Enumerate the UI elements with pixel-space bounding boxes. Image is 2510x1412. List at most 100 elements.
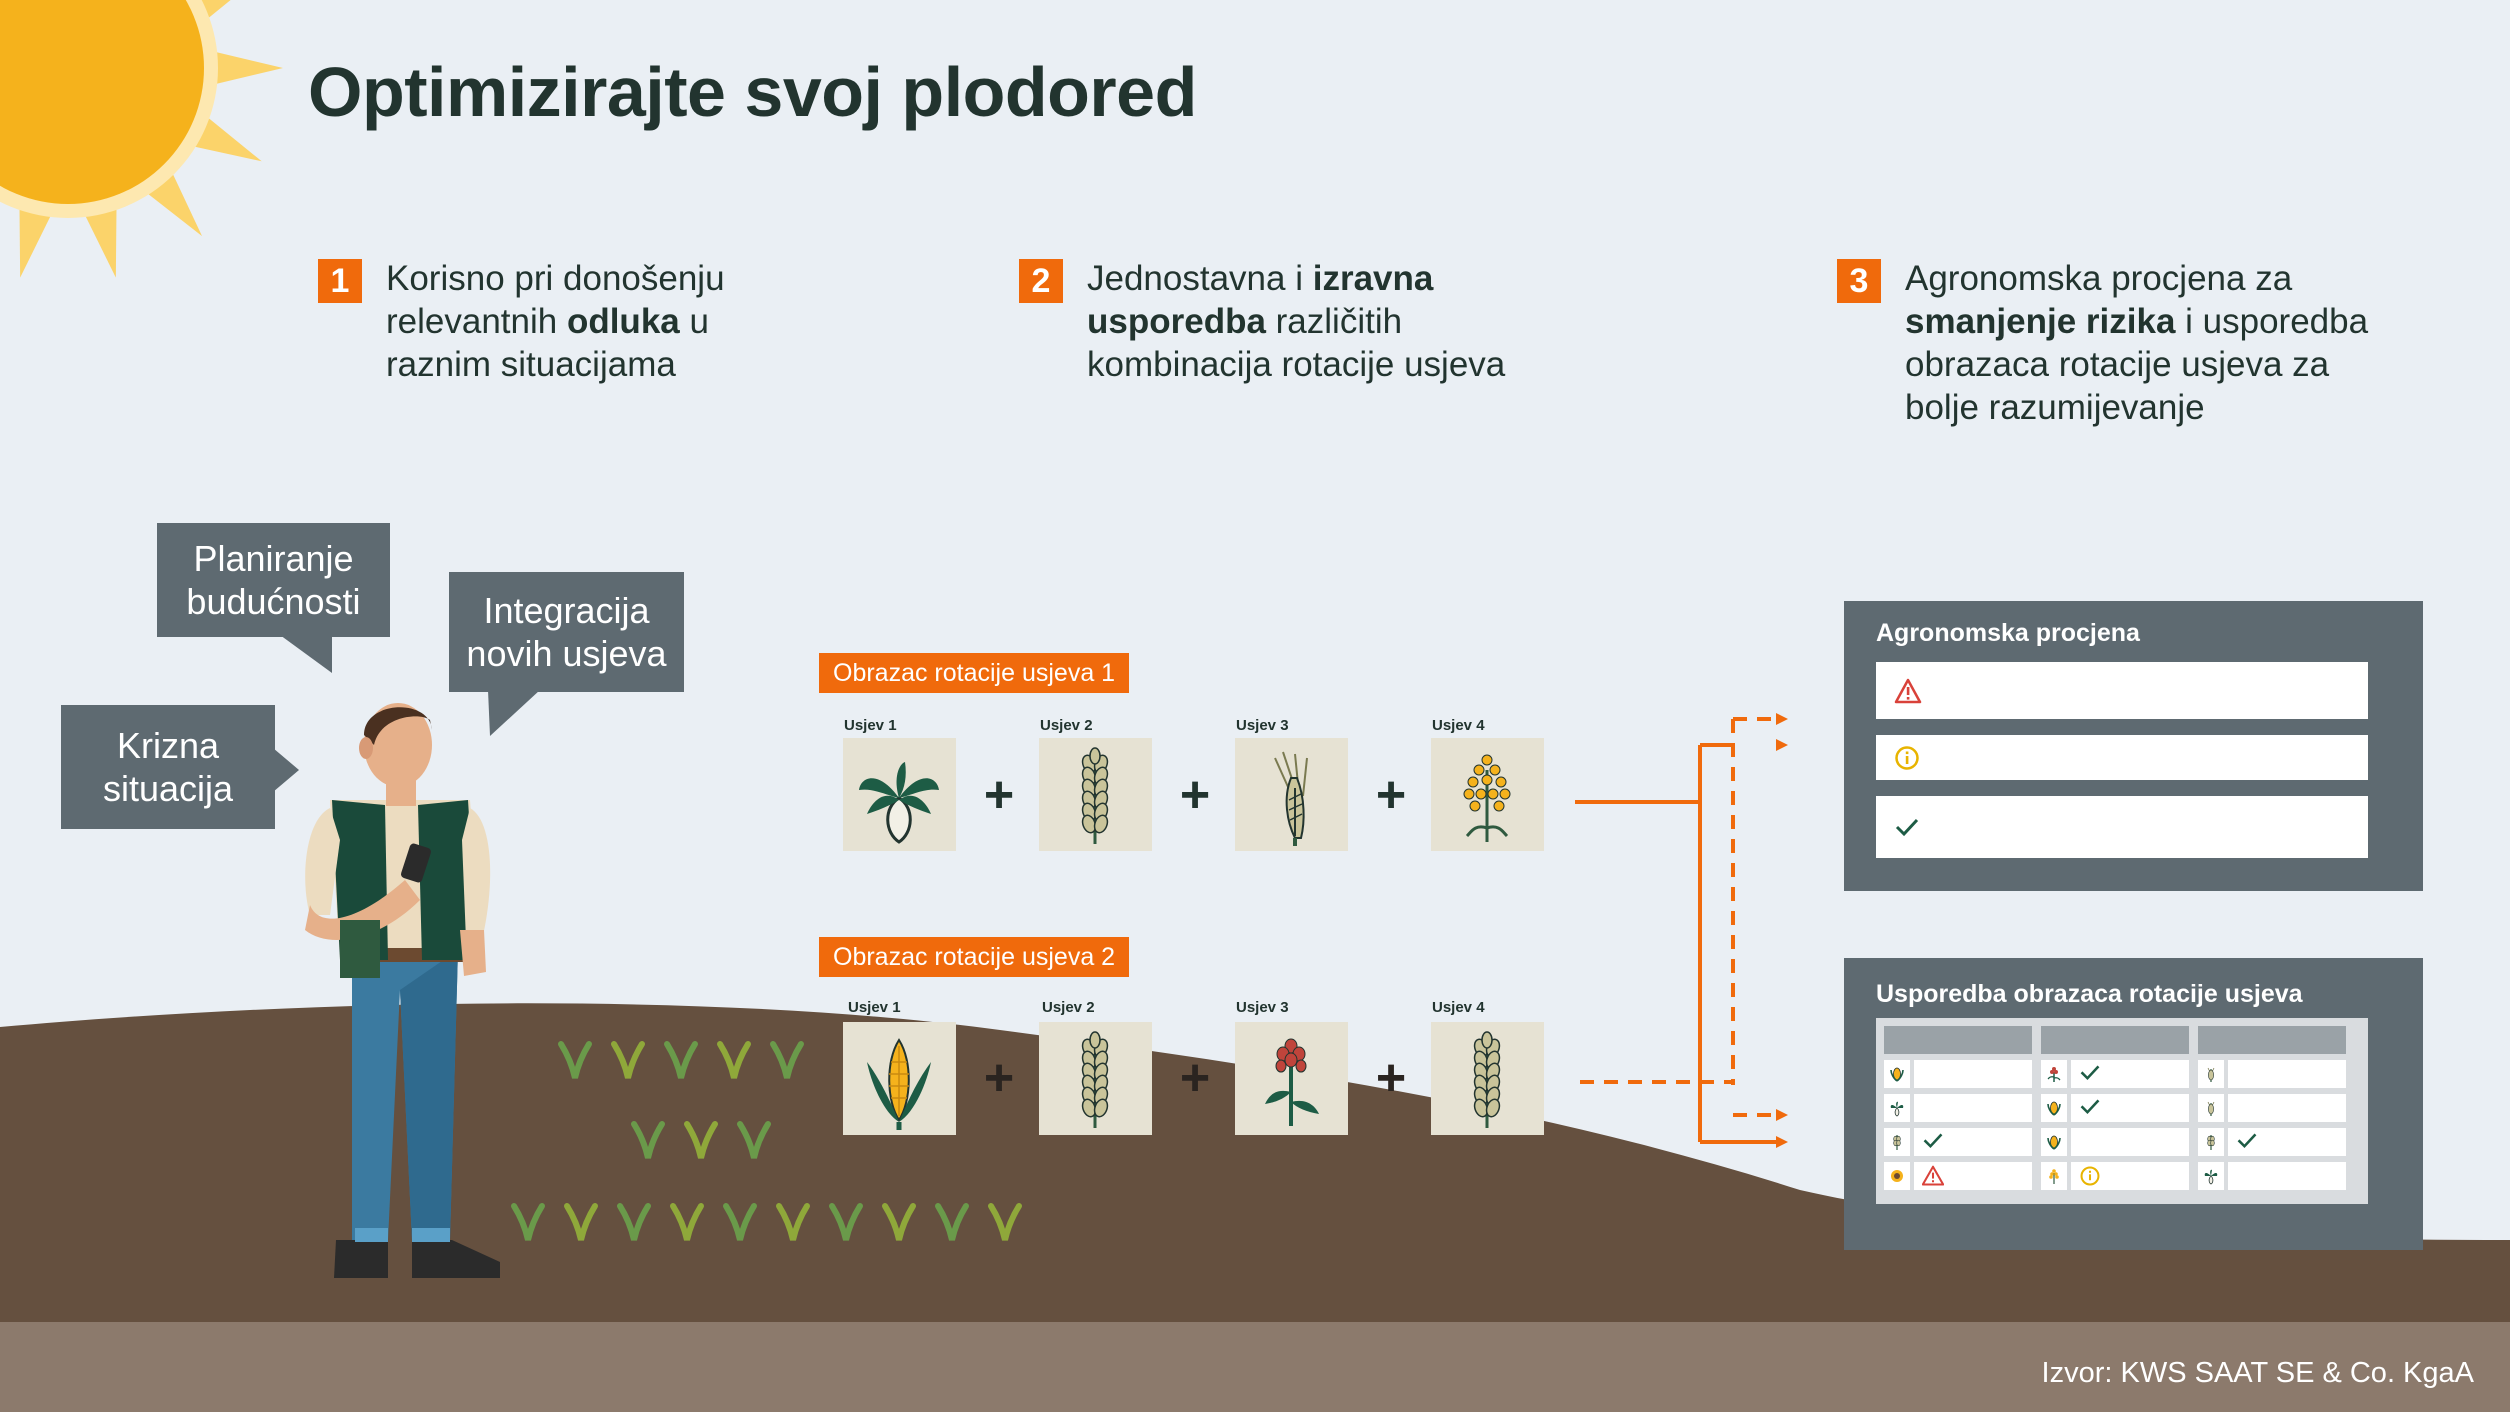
- crop-tile-corn: [843, 1022, 956, 1135]
- plus-sign: +: [1375, 1049, 1407, 1107]
- rapeseed-icon: [2049, 1169, 2059, 1184]
- table-status-cell: [1914, 1162, 2032, 1190]
- warning-icon: [1922, 1165, 1944, 1186]
- bubble-crisis: Krizna situacija: [61, 705, 275, 829]
- seedling-icon: [670, 1203, 704, 1241]
- check-icon: [2237, 1133, 2257, 1149]
- crop-tile-wheat: [1431, 1022, 1544, 1135]
- seedling-icon: [511, 1203, 545, 1241]
- assessment-row-info: [1876, 735, 2368, 780]
- barley-icon: [2207, 1101, 2215, 1116]
- table-crop-cell: [2198, 1162, 2224, 1190]
- bubble-text: Integracija novih usjeva: [466, 590, 667, 674]
- point-text: Agronomska procjena za smanjenje rizika …: [1905, 259, 2369, 427]
- corn-icon: [2047, 1101, 2061, 1116]
- rotation-2-label: Obrazac rotacije usjeva 2: [819, 937, 1130, 977]
- corn-icon: [1890, 1067, 1904, 1082]
- table-crop-cell: [1884, 1060, 1910, 1088]
- table-status-cell: [2071, 1094, 2189, 1122]
- sun-ray: [19, 199, 55, 278]
- barley-icon: [1274, 751, 1308, 846]
- seedling-icon: [776, 1203, 810, 1241]
- crop-label: Usjev 4: [1432, 717, 1485, 734]
- crop-label: Usjev 2: [1040, 717, 1093, 734]
- sun-ray: [81, 199, 117, 278]
- bubble-integration-tail: [488, 690, 540, 736]
- bubble-planning: Planiranje budućnosti: [157, 523, 390, 637]
- plus-sign: +: [1179, 766, 1211, 824]
- crop-label: Usjev 3: [1236, 999, 1289, 1016]
- crop-tile-wheat: [1039, 1022, 1152, 1135]
- table-status-cell: [2228, 1094, 2346, 1122]
- table-status-cell: [1914, 1094, 2032, 1122]
- wheat-icon: [1081, 747, 1109, 844]
- plus-sign: +: [1179, 1049, 1211, 1107]
- check-icon: [1923, 1133, 1943, 1149]
- sun-icon: [0, 0, 283, 278]
- info-icon: [2080, 1166, 2100, 1186]
- bubble-integration: Integracija novih usjeva: [449, 572, 684, 692]
- seedling-icon: [558, 1041, 592, 1079]
- sun-ray: [206, 49, 283, 87]
- seedling-icon: [664, 1041, 698, 1079]
- table-crop-cell: [2041, 1094, 2067, 1122]
- bubble-crisis-tail: [273, 748, 299, 792]
- seedling-icon: [988, 1203, 1022, 1241]
- comparison-panel: Usporedba obrazaca rotacije usjeva: [1844, 958, 2423, 1250]
- crop-label: Usjev 1: [848, 999, 901, 1016]
- barley-icon: [2207, 1067, 2215, 1082]
- point-text: Jednostavna i izravna usporedba različit…: [1087, 259, 1506, 384]
- point-3: 3 Agronomska procjena za smanjenje rizik…: [1837, 257, 2405, 429]
- seedling-icon: [684, 1121, 718, 1159]
- seedling-icon: [631, 1121, 665, 1159]
- assessment-row-check: [1876, 796, 2368, 858]
- arrowheads: [1776, 713, 1788, 1148]
- seedling-icon: [935, 1203, 969, 1241]
- rapeseed-icon: [1463, 754, 1511, 842]
- crop-tile-sorghum: [1235, 1022, 1348, 1135]
- wheat-icon: [1081, 1031, 1109, 1128]
- crop-tile-wheat: [1039, 738, 1152, 851]
- info-icon: [1895, 745, 1919, 770]
- table-status-cell: [1914, 1060, 2032, 1088]
- crop-tile-sugar-beet: [843, 738, 956, 851]
- connector-arrows: [1575, 717, 1780, 1144]
- crop-label: Usjev 1: [844, 717, 897, 734]
- crop-label: Usjev 4: [1432, 999, 1485, 1016]
- sunflower-icon: [1891, 1170, 1903, 1182]
- point-1: 1 Korisno pri donošenju relevantnih odlu…: [318, 257, 766, 386]
- table-header-cell: [2198, 1026, 2346, 1054]
- wheat-icon: [2207, 1135, 2215, 1150]
- table-crop-cell: [1884, 1162, 1910, 1190]
- check-icon: [1895, 818, 1919, 837]
- check-icon: [2080, 1065, 2100, 1081]
- comparison-table: [1876, 1018, 2368, 1204]
- source-credit: Izvor: KWS SAAT SE & Co. KgaA: [2041, 1357, 2474, 1389]
- corn-icon: [867, 1038, 931, 1130]
- table-crop-cell: [2041, 1060, 2067, 1088]
- seedling-icon: [723, 1203, 757, 1241]
- seedling-icon: [737, 1121, 771, 1159]
- point-number: 3: [1837, 259, 1881, 303]
- point-text: Korisno pri donošenju relevantnih odluka…: [386, 259, 725, 384]
- seedling-icon: [770, 1041, 804, 1079]
- plus-sign: +: [983, 766, 1015, 824]
- table-crop-cell: [1884, 1094, 1910, 1122]
- assessment-panel: Agronomska procjena: [1844, 601, 2423, 891]
- seedling-icon: [717, 1041, 751, 1079]
- table-crop-cell: [2198, 1094, 2224, 1122]
- crop-tile-rapeseed: [1431, 738, 1544, 851]
- sorghum-icon: [2047, 1067, 2061, 1082]
- seedling-icon: [617, 1203, 651, 1241]
- table-header-cell: [1884, 1026, 2032, 1054]
- corn-icon: [2047, 1135, 2061, 1150]
- seedling-icon: [829, 1203, 863, 1241]
- crop-tile-barley: [1235, 738, 1348, 851]
- plus-sign: +: [1375, 766, 1407, 824]
- seedling-icon: [882, 1203, 916, 1241]
- point-number: 2: [1019, 259, 1063, 303]
- table-status-cell: [2228, 1060, 2346, 1088]
- wheat-icon: [1473, 1031, 1501, 1128]
- table-header-cell: [2041, 1026, 2189, 1054]
- check-icon: [2080, 1099, 2100, 1115]
